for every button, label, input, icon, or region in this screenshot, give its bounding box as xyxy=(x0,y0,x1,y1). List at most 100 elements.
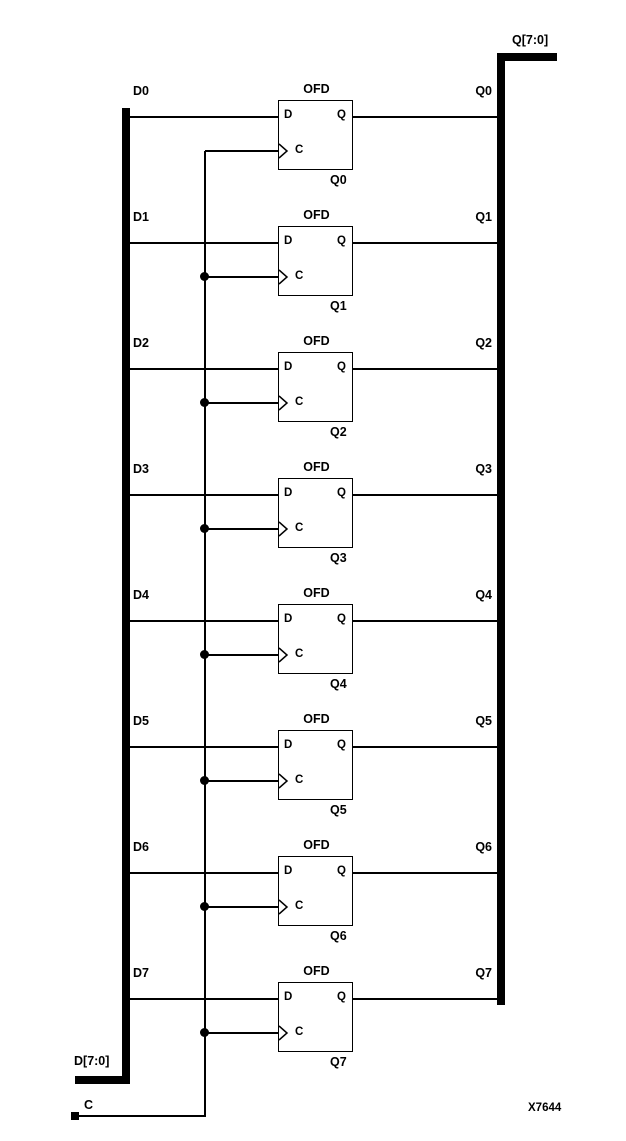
flipflop-type-label: OFD xyxy=(303,460,330,474)
output-bus-label: Q[7:0] xyxy=(512,33,549,47)
clock-edge-wedge-icon xyxy=(278,647,289,663)
d-input-wire xyxy=(130,620,278,622)
clock-junction-dot xyxy=(200,902,209,911)
clock-pin-label: C xyxy=(295,648,304,660)
flipflop-type-label: OFD xyxy=(303,82,330,96)
clock-branch-wire xyxy=(205,528,278,530)
clock-junction-dot xyxy=(200,650,209,659)
flipflop-block xyxy=(278,226,353,296)
d-input-wire xyxy=(130,494,278,496)
clock-edge-wedge-icon xyxy=(278,899,289,915)
q-output-wire xyxy=(352,620,497,622)
d-input-wire xyxy=(130,116,278,118)
d-net-label: D0 xyxy=(133,84,149,98)
q-output-wire xyxy=(352,998,497,1000)
clock-branch-wire xyxy=(205,402,278,404)
instance-label: Q0 xyxy=(330,173,347,187)
q-output-wire xyxy=(352,872,497,874)
d-net-label: D5 xyxy=(133,714,149,728)
q-output-wire xyxy=(352,746,497,748)
d-pin-label: D xyxy=(284,235,293,247)
instance-label: Q7 xyxy=(330,1055,347,1069)
clock-branch-wire xyxy=(205,780,278,782)
d-net-label: D1 xyxy=(133,210,149,224)
flipflop-block xyxy=(278,100,353,170)
d-input-wire xyxy=(130,368,278,370)
q-output-wire xyxy=(352,368,497,370)
q-net-label: Q7 xyxy=(475,966,492,980)
clock-junction-dot xyxy=(200,272,209,281)
clock-pin-label: C xyxy=(295,1026,304,1038)
clock-wire-horizontal xyxy=(78,1115,205,1117)
d-net-label: D6 xyxy=(133,840,149,854)
q-net-label: Q1 xyxy=(475,210,492,224)
q-pin-label: Q xyxy=(337,739,346,751)
output-bus-top-stub xyxy=(497,53,557,61)
clock-branch-wire xyxy=(205,906,278,908)
clock-pin-label: C xyxy=(295,396,304,408)
q-output-wire xyxy=(352,494,497,496)
flipflop-type-label: OFD xyxy=(303,964,330,978)
clock-pin-label: C xyxy=(295,900,304,912)
d-pin-label: D xyxy=(284,613,293,625)
part-number: X7644 xyxy=(528,1102,562,1114)
q-net-label: Q3 xyxy=(475,462,492,476)
clock-pin-label: C xyxy=(295,774,304,786)
clock-pin-label: C xyxy=(295,270,304,282)
clock-terminal xyxy=(71,1112,79,1120)
q-net-label: Q6 xyxy=(475,840,492,854)
d-pin-label: D xyxy=(284,109,293,121)
d-input-wire xyxy=(130,746,278,748)
d-pin-label: D xyxy=(284,991,293,1003)
q-net-label: Q5 xyxy=(475,714,492,728)
d-input-wire xyxy=(130,998,278,1000)
d-pin-label: D xyxy=(284,487,293,499)
input-bus-label: D[7:0] xyxy=(74,1054,110,1068)
clock-edge-wedge-icon xyxy=(278,773,289,789)
clock-branch-wire xyxy=(205,276,278,278)
input-bus xyxy=(122,108,130,1084)
q-pin-label: Q xyxy=(337,109,346,121)
flipflop-type-label: OFD xyxy=(303,712,330,726)
clock-label: C xyxy=(84,1098,94,1112)
flipflop-type-label: OFD xyxy=(303,334,330,348)
d-net-label: D2 xyxy=(133,336,149,350)
clock-edge-wedge-icon xyxy=(278,1025,289,1041)
clock-pin-label: C xyxy=(295,522,304,534)
clock-branch-wire xyxy=(205,654,278,656)
d-net-label: D4 xyxy=(133,588,149,602)
q-net-label: Q0 xyxy=(475,84,492,98)
flipflop-type-label: OFD xyxy=(303,208,330,222)
clock-branch-wire xyxy=(205,150,278,152)
q-net-label: Q2 xyxy=(475,336,492,350)
clock-edge-wedge-icon xyxy=(278,395,289,411)
clock-branch-wire xyxy=(205,1032,278,1034)
clock-junction-dot xyxy=(200,524,209,533)
instance-label: Q4 xyxy=(330,677,347,691)
flipflop-block xyxy=(278,604,353,674)
clock-pin-label: C xyxy=(295,144,304,156)
flipflop-block xyxy=(278,478,353,548)
q-net-label: Q4 xyxy=(475,588,492,602)
d-pin-label: D xyxy=(284,865,293,877)
q-pin-label: Q xyxy=(337,991,346,1003)
clock-edge-wedge-icon xyxy=(278,143,289,159)
q-pin-label: Q xyxy=(337,235,346,247)
flipflop-block xyxy=(278,352,353,422)
d-pin-label: D xyxy=(284,739,293,751)
clock-junction-dot xyxy=(200,776,209,785)
q-pin-label: Q xyxy=(337,613,346,625)
output-bus xyxy=(497,53,505,1005)
q-pin-label: Q xyxy=(337,487,346,499)
q-output-wire xyxy=(352,116,497,118)
d-input-wire xyxy=(130,242,278,244)
flipflop-block xyxy=(278,856,353,926)
clock-edge-wedge-icon xyxy=(278,269,289,285)
input-bus-bottom-stub xyxy=(75,1076,130,1084)
clock-junction-dot xyxy=(200,398,209,407)
clock-edge-wedge-icon xyxy=(278,521,289,537)
d-pin-label: D xyxy=(284,361,293,373)
d-net-label: D7 xyxy=(133,966,149,980)
q-pin-label: Q xyxy=(337,865,346,877)
